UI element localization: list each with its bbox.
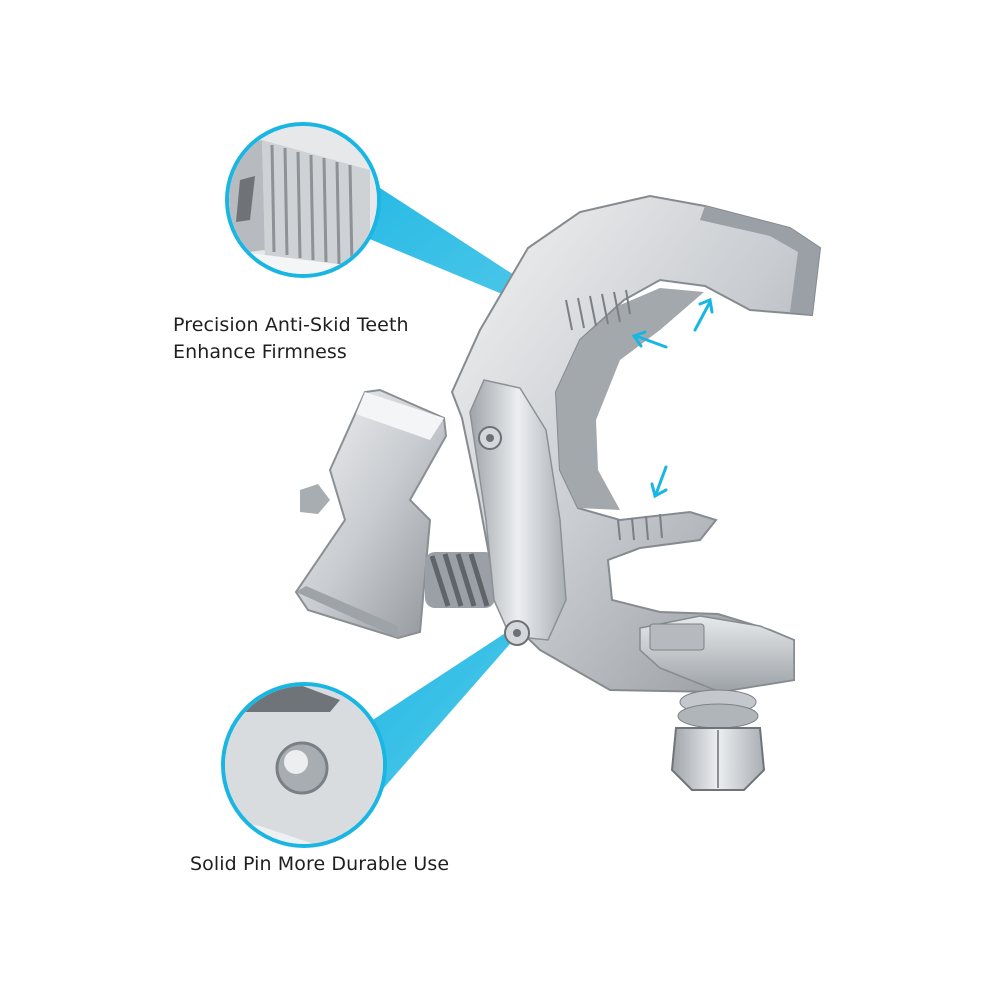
callout-beam-pin: [365, 630, 516, 790]
wing-knob: [294, 388, 448, 640]
bottom-bolt: [670, 689, 766, 791]
arrow-icon: [650, 465, 668, 499]
caption-teeth: Precision Anti-Skid Teeth Enhance Firmne…: [173, 312, 409, 366]
zoom-circle-teeth: [225, 122, 381, 278]
arrow-icon: [693, 297, 714, 332]
caption-pin: Solid Pin More Durable Use: [190, 851, 449, 878]
clamp-illustration: [294, 194, 822, 791]
arrow-icon: [631, 330, 668, 349]
caption-pin-label: Solid Pin More Durable Use: [190, 853, 450, 875]
caption-teeth-line1: Precision Anti-Skid Teeth: [173, 314, 409, 336]
spring: [425, 552, 495, 608]
anti-skid-teeth: [565, 289, 663, 541]
zoom-circle-pin: [221, 682, 387, 848]
caption-teeth-line2: Enhance Firmness: [173, 341, 347, 363]
